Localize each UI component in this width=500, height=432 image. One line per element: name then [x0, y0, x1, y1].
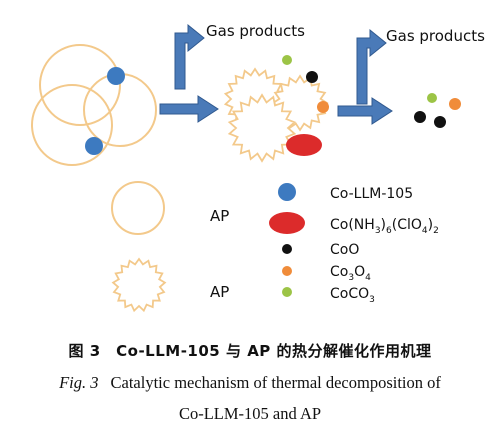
figure-label: Fig. 3: [59, 373, 99, 392]
legend-species: Co-LLM-105 Co(NH3)6(ClO4)2 CoO Co3O4 CoC…: [269, 183, 439, 305]
legend-label-co-nh3-6-clo4-2: Co(NH3)6(ClO4)2: [330, 217, 439, 236]
coco3-particle: [427, 93, 437, 103]
figure-caption-english-line2: Co-LLM-105 and AP: [178, 404, 322, 423]
ap-circle: [31, 84, 113, 166]
coo-particle: [414, 111, 426, 123]
co-nh3-6-clo4-2-particle: [286, 134, 322, 156]
legend-ap-star-label: AP: [210, 283, 229, 301]
gas-release-arrow: [356, 28, 387, 105]
green-circle-icon: [282, 287, 292, 297]
legend-ap-star-icon: [111, 257, 167, 313]
decomposing-ap-particle: [227, 93, 297, 163]
orange-circle-icon: [282, 266, 292, 276]
gas-products-label-2: Gas products: [386, 27, 485, 45]
co-llm-105-particle: [85, 137, 103, 155]
coo-particle: [434, 116, 446, 128]
figure-caption-text: Catalytic mechanism of thermal decomposi…: [110, 373, 441, 392]
stage-2-decomposition: [223, 55, 329, 163]
legend-ap-circle-label: AP: [210, 207, 229, 225]
reaction-arrow-1: [159, 23, 219, 123]
right-arrow: [337, 97, 393, 125]
figure-caption-english-line1: Fig. 3 Catalytic mechanism of thermal dec…: [0, 373, 500, 393]
legend-label-coo: CoO: [330, 242, 359, 258]
co-llm-105-particle: [107, 67, 125, 85]
coco3-particle: [282, 55, 292, 65]
gas-release-arrow: [174, 23, 205, 90]
right-arrow: [159, 95, 219, 123]
co3o4-particle: [317, 101, 329, 113]
co3o4-particle: [449, 98, 461, 110]
coo-particle: [306, 71, 318, 83]
ap-circle: [39, 44, 121, 126]
stage-1-ap-particles: [31, 44, 157, 166]
legend-label-co-llm-105: Co-LLM-105: [330, 186, 413, 202]
blue-circle-icon: [278, 183, 296, 201]
legend-label-co3o4: Co3O4: [330, 264, 371, 283]
red-ellipse-icon: [269, 212, 305, 234]
gas-products-label-1: Gas products: [206, 22, 305, 40]
legend-label-coco3: CoCO3: [330, 286, 375, 305]
decomposing-ap-particle: [111, 257, 167, 313]
stage-3-products: [414, 93, 461, 128]
black-circle-icon: [282, 244, 292, 254]
legend-ap-circle-icon: [111, 181, 165, 235]
figure-caption-chinese: 图 3 Co-LLM-105 与 AP 的热分解催化作用机理: [68, 342, 432, 360]
reaction-arrow-2: [337, 28, 393, 125]
